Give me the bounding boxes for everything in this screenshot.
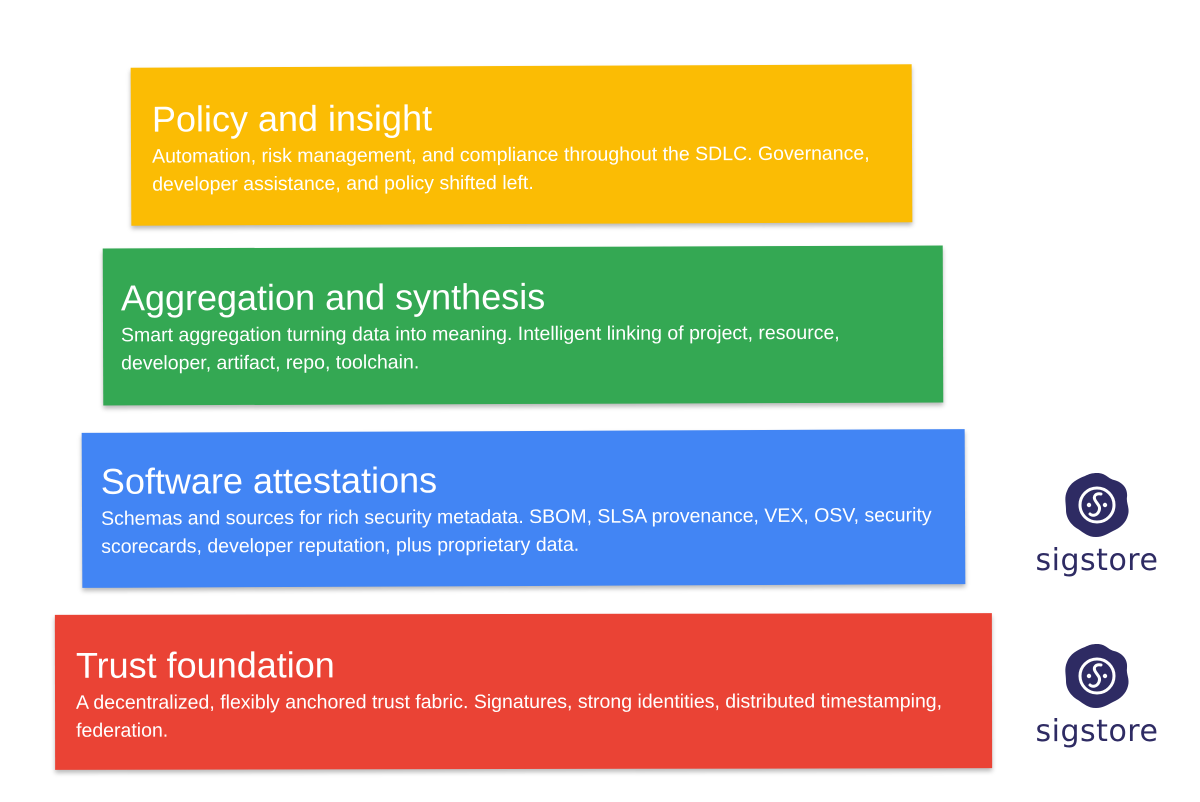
sigstore-logo: sigstore <box>1022 641 1172 749</box>
layer-policy-and-insight: Policy and insight Automation, risk mana… <box>130 64 913 226</box>
sigstore-wordmark: sigstore <box>1035 543 1159 578</box>
layer-title: Policy and insight <box>151 97 433 140</box>
sigstore-seal-icon <box>1065 644 1129 708</box>
layer-title: Trust foundation <box>75 644 335 686</box>
sigstore-seal-icon <box>1065 473 1129 537</box>
layer-description: A decentralized, flexibly anchored trust… <box>75 690 943 742</box>
layer-title: Software attestations <box>100 459 438 502</box>
sigstore-wordmark: sigstore <box>1035 714 1159 749</box>
layer-aggregation-and-synthesis: Aggregation and synthesis Smart aggregat… <box>102 245 944 406</box>
layer-description: Automation, risk management, and complia… <box>151 142 870 196</box>
layer-trust-foundation: Trust foundation A decentralized, flexib… <box>54 613 993 770</box>
layer-title: Aggregation and synthesis <box>120 275 546 319</box>
layer-software-attestations: Software attestations Schemas and source… <box>81 429 966 588</box>
layer-description: Schemas and sources for rich security me… <box>100 504 932 558</box>
layer-description: Smart aggregation turning data into mean… <box>120 321 840 375</box>
sigstore-logo: sigstore <box>1022 470 1172 578</box>
